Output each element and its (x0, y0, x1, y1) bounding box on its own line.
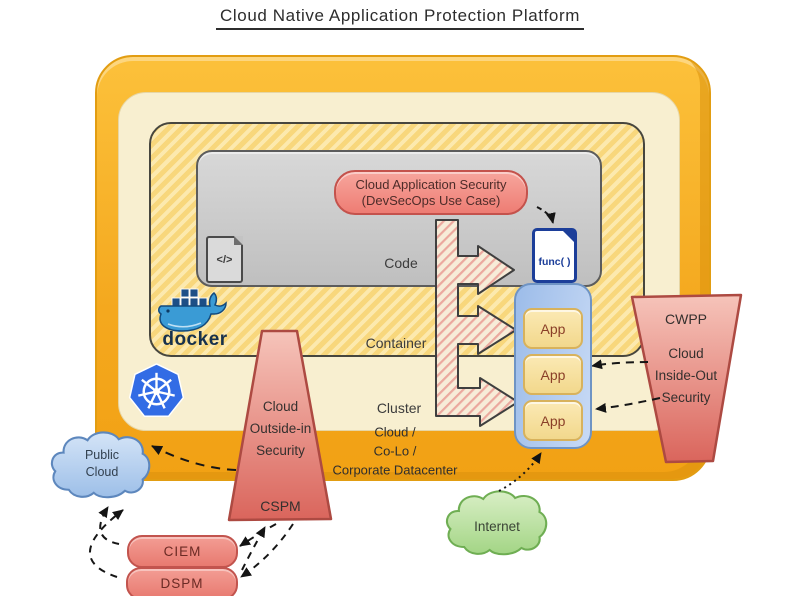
public-cloud-line2: Cloud (85, 465, 119, 479)
cwpp-line2: Inside-Out (654, 368, 718, 383)
arrow-ciem-to-public-cloud (98, 506, 120, 545)
cspm-line3: Security (256, 443, 305, 458)
label-datacenter-1: Cloud / (374, 424, 416, 440)
arrow-cspm-to-dspm (240, 523, 294, 578)
arrow-cspm-to-ciem (239, 523, 277, 547)
function-fold (562, 230, 575, 243)
public-cloud-line1: Public (84, 448, 120, 462)
label-cluster: Cluster (376, 400, 422, 416)
app-box-2: App (523, 354, 583, 395)
badge-line1: Cloud Application Security (355, 176, 507, 192)
page-title-text: Cloud Native Application Protection Plat… (216, 6, 584, 30)
label-code: Code (384, 255, 418, 271)
cwpp-labels: CWPP Cloud Inside-Out Security (634, 308, 738, 409)
function-icon: func( ) (532, 228, 577, 283)
cwpp-title: CWPP (665, 311, 707, 327)
cspm-line2: Outside-in (249, 421, 312, 436)
docker-logo-icon (158, 288, 227, 332)
internet-label: Internet (474, 519, 520, 534)
code-glyph: </> (216, 253, 233, 266)
function-label: func( ) (538, 256, 571, 268)
arrow-dspm-to-cspm (241, 526, 266, 571)
cspm-title: CSPM (260, 498, 301, 514)
app-box-1: App (523, 308, 583, 349)
cwpp-line1: Cloud (668, 346, 704, 361)
ciem-pill: CIEM (127, 535, 238, 568)
dspm-pill: DSPM (126, 567, 238, 596)
cwpp-line3: Security (661, 390, 711, 405)
code-file-fold (234, 236, 243, 245)
arrow-dspm-to-public-cloud (88, 509, 124, 578)
label-container: Container (365, 335, 427, 351)
badge-line2: (DevSecOps Use Case) (361, 192, 501, 208)
app-box-3: App (523, 400, 583, 441)
code-file-icon: </> (206, 236, 243, 283)
page-title: Cloud Native Application Protection Plat… (0, 6, 800, 30)
public-cloud-labels: Public Cloud (62, 447, 142, 481)
label-datacenter-2: Co-Lo / (373, 443, 417, 459)
kubernetes-logo-icon (128, 363, 185, 418)
docker-wordmark: docker (162, 329, 228, 350)
cspm-labels: Cloud Outside-in Security (230, 396, 331, 462)
label-datacenter-3: Corporate Datacenter (332, 462, 458, 478)
cspm-line1: Cloud (262, 399, 299, 414)
app-stack: App App App (514, 283, 592, 449)
devsecops-badge: Cloud Application Security (DevSecOps Us… (334, 170, 528, 215)
